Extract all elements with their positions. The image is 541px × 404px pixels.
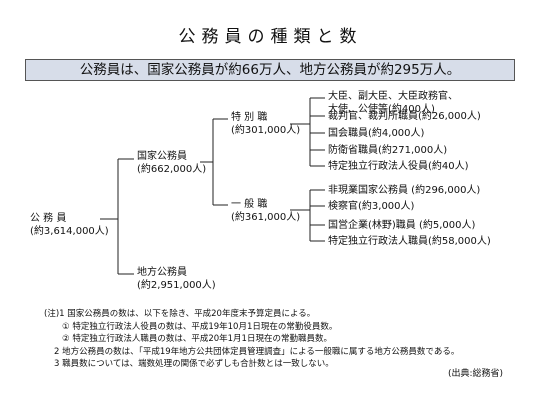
node-local-name: 地方公務員: [137, 267, 187, 278]
special-item: 防衛省職員(約271,000人): [328, 144, 447, 157]
node-general: 一 般 職 (約361,000人): [231, 198, 300, 224]
node-national-count: (約662,000人): [137, 164, 207, 175]
node-special-count: (約301,000人): [231, 125, 301, 136]
footnote: 3 職員数については、端数処理の関係で必ずしも合計数とは一致しない。: [54, 359, 334, 369]
general-item: 検察官(約3,000人): [328, 200, 414, 213]
general-item-line: 国営企業(林野)職員 (約5,000人): [328, 220, 476, 231]
node-general-count: (約361,000人): [231, 212, 301, 223]
node-national-name: 国家公務員: [137, 151, 187, 162]
summary-banner: 公務員は、国家公務員が約66万人、地方公務員が約295万人。: [25, 59, 515, 81]
special-item: 特定独立行政法人役員(約40人): [328, 160, 469, 173]
footnote: (注)1 国家公務員の数は、以下を除き、平成20年度末予算定員による。: [44, 309, 316, 319]
node-special-name: 特 別 職: [231, 112, 268, 123]
special-item-line: 防衛省職員(約271,000人): [328, 145, 448, 156]
special-item-line: 大使、公使等(約400人): [328, 104, 435, 115]
node-local: 地方公務員 (約2,951,000人): [137, 266, 216, 292]
footnotes: (注)1 国家公務員の数は、以下を除き、平成20年度末予算定員による。 ① 特定…: [44, 308, 459, 371]
node-general-name: 一 般 職: [231, 199, 268, 210]
node-national: 国家公務員 (約662,000人): [137, 150, 206, 176]
node-root-name: 公 務 員: [30, 213, 67, 224]
footnote: 2 地方公務員の数は、「平成19年地方公共団体定員管理調査」による一般職に属する…: [54, 346, 460, 357]
special-item: 裁判官、裁判所職員(約26,000人): [328, 110, 481, 123]
footnote: ② 特定独立行政法人職員の数は、平成20年1月1日現在の常勤職員数。: [62, 334, 332, 344]
general-item-line: 非現業国家公務員 (約296,000人): [328, 185, 481, 196]
special-item-line: 裁判官、裁判所職員(約26,000人): [328, 111, 481, 122]
page-title: 公務員の種類と数: [178, 27, 363, 47]
node-root-count: (約3,614,000人): [30, 226, 109, 237]
source-credit: (出典:総務省): [447, 369, 503, 379]
footnote: ① 特定独立行政法人役員の数は、平成19年10月1日現在の常勤役員数。: [62, 321, 338, 332]
node-special: 特 別 職 (約301,000人): [231, 111, 300, 137]
special-item-line: 特定独立行政法人役員(約40人): [328, 161, 469, 172]
general-item: 非現業国家公務員 (約296,000人): [328, 184, 480, 197]
node-root: 公 務 員 (約3,614,000人): [30, 212, 109, 238]
special-item: 大臣、副大臣、大臣政務官、 大使、公使等(約400人): [328, 90, 458, 116]
special-item: 国会職員(約4,000人): [328, 127, 424, 140]
general-item: 国営企業(林野)職員 (約5,000人): [328, 219, 475, 232]
general-item-line: 検察官(約3,000人): [328, 201, 415, 212]
general-item: 特定独立行政法人職員(約58,000人): [328, 235, 491, 248]
node-local-count: (約2,951,000人): [137, 280, 216, 291]
general-item-line: 特定独立行政法人職員(約58,000人): [328, 236, 491, 247]
special-item-line: 大臣、副大臣、大臣政務官、: [328, 91, 458, 102]
special-item-line: 国会職員(約4,000人): [328, 128, 425, 139]
